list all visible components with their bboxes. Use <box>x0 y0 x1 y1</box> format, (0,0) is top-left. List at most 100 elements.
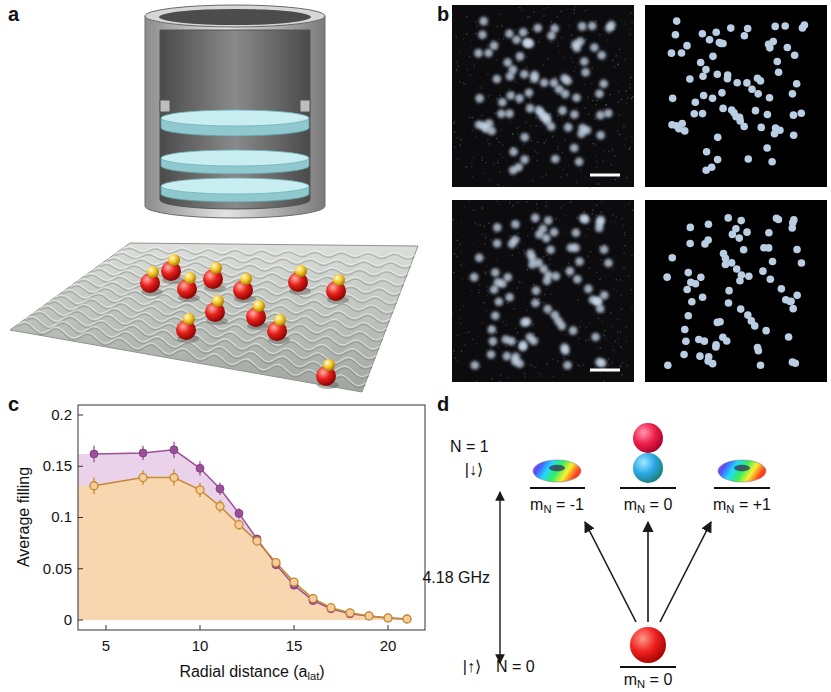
reconstructed-site <box>712 343 720 351</box>
image-noise <box>557 360 558 361</box>
marker-purple <box>365 612 373 620</box>
image-noise <box>493 163 494 164</box>
atom-fluorescence <box>503 352 512 361</box>
y-tick-label-group: 0.05 <box>43 561 72 578</box>
sublevel-label: N <box>543 504 551 516</box>
image-noise <box>524 253 525 254</box>
atom-fluorescence <box>495 297 504 306</box>
image-noise <box>456 35 457 36</box>
image-noise <box>563 358 564 359</box>
x-tick <box>106 625 107 630</box>
image-noise <box>482 172 483 173</box>
image-noise <box>626 326 627 327</box>
atom-fluorescence <box>588 22 597 31</box>
atom-fluorescence <box>519 343 528 352</box>
x-tick-label-group: 5 <box>102 638 110 655</box>
image-noise <box>575 22 576 23</box>
image-noise <box>549 264 550 265</box>
image-noise <box>596 272 597 273</box>
image-noise <box>603 312 604 313</box>
image-noise <box>588 113 589 114</box>
image-noise <box>481 157 482 158</box>
image-noise <box>486 349 487 350</box>
atom-fluorescence <box>520 133 529 142</box>
reconstructed-site <box>789 219 797 227</box>
reconstructed-site <box>700 92 708 100</box>
atom-fluorescence <box>505 109 514 118</box>
image-noise <box>615 341 616 342</box>
x-axis-title: Radial distance (a <box>179 663 307 680</box>
image-noise <box>617 177 618 178</box>
image-noise <box>478 292 479 293</box>
image-noise <box>499 92 500 93</box>
reconstructed-site <box>706 36 714 44</box>
image-noise <box>557 149 558 150</box>
image-noise <box>587 9 588 10</box>
image-noise <box>617 331 618 332</box>
objective-cutaway <box>160 30 310 209</box>
image-noise <box>614 66 615 67</box>
image-noise <box>564 139 565 140</box>
line-orange <box>94 478 407 619</box>
image-noise <box>629 149 630 150</box>
image-noise <box>542 176 543 177</box>
image-noise <box>481 115 482 116</box>
image-noise <box>552 376 553 377</box>
reconstructed-site <box>716 39 724 47</box>
atom-fluorescence <box>515 94 524 103</box>
image-noise <box>525 122 526 123</box>
image-noise <box>617 64 618 65</box>
image-noise <box>514 346 515 347</box>
image-noise <box>616 216 617 217</box>
image-noise <box>507 237 508 238</box>
image-noise <box>494 232 495 233</box>
image-noise <box>621 362 622 363</box>
image-noise <box>616 279 617 280</box>
image-noise <box>583 364 584 365</box>
image-noise <box>482 207 483 208</box>
marker-orange <box>272 559 280 567</box>
energy-gap-arrow <box>499 492 500 663</box>
image-noise <box>476 240 477 241</box>
reconstructed-site <box>696 352 704 360</box>
reconstructed-site <box>719 105 727 113</box>
image-noise <box>461 251 462 252</box>
image-noise <box>531 170 532 171</box>
image-noise <box>515 29 516 30</box>
reconstructed-site <box>732 113 740 121</box>
atom-fluorescence <box>573 44 582 53</box>
reconstructed-site <box>672 31 680 39</box>
image-noise <box>625 23 626 24</box>
lattice-sheet <box>10 243 418 392</box>
image-noise <box>509 88 510 89</box>
image-noise <box>605 104 606 105</box>
reconstructed-site <box>699 110 707 118</box>
reconstructed-site <box>790 131 798 139</box>
image-noise <box>499 95 500 96</box>
image-noise <box>560 176 561 177</box>
image-noise <box>605 339 606 340</box>
image-noise <box>618 91 619 92</box>
reconstructed-site <box>784 44 792 52</box>
image-noise <box>566 174 567 175</box>
image-noise <box>459 52 460 53</box>
reconstructed-site <box>737 305 745 313</box>
state-label: |↓⟩ <box>465 461 483 478</box>
image-noise <box>537 160 538 161</box>
image-noise <box>534 367 535 368</box>
image-noise <box>492 378 493 379</box>
image-noise <box>578 338 579 339</box>
image-noise <box>466 33 467 34</box>
x-tick-label: 15 <box>286 637 303 654</box>
image-noise <box>542 302 543 303</box>
image-noise <box>613 268 614 269</box>
reconstructed-site <box>681 326 689 334</box>
image-noise <box>568 165 569 166</box>
image-noise <box>558 45 559 46</box>
image-noise <box>632 210 633 211</box>
image-background <box>452 200 634 382</box>
image-noise <box>589 187 590 188</box>
image-noise <box>612 345 613 346</box>
image-noise <box>497 160 498 161</box>
atom-fluorescence <box>597 51 606 60</box>
